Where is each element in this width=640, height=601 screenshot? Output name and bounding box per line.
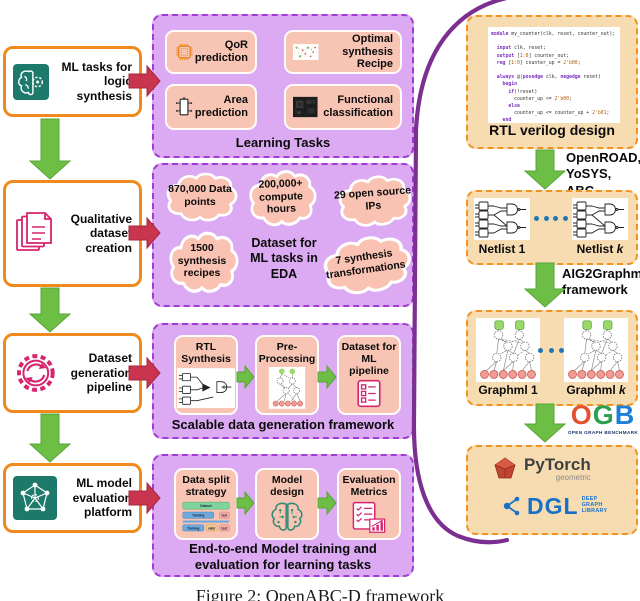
brain-circuit-icon xyxy=(266,500,308,534)
task-label: Area prediction xyxy=(194,94,248,119)
gear-sync-icon xyxy=(16,354,55,392)
task-label: Optimal synthesis Recipe xyxy=(342,33,393,71)
svg-text:Training: Training xyxy=(187,526,199,530)
graphml-1-label: Graphml 1 xyxy=(478,383,538,397)
step-model-design: Model design xyxy=(255,468,319,540)
ic-package-icon xyxy=(175,96,193,116)
netlist-1-label: Netlist 1 xyxy=(478,242,526,256)
step-rtl-synthesis: RTL Synthesis xyxy=(174,335,238,415)
panel-caption: End-to-end Model training and evaluation… xyxy=(189,541,377,572)
graphml-image xyxy=(564,318,628,382)
graphml-image xyxy=(476,318,540,382)
ellipsis-dots xyxy=(538,346,564,354)
metrics-icon xyxy=(350,501,388,534)
netlist-image xyxy=(572,198,628,240)
cloud-open-source-ips: 29 open source IPs xyxy=(332,169,414,230)
task-qor-prediction: QoR prediction xyxy=(165,30,257,74)
figure-caption: Figure 2: OpenABC-D framework xyxy=(195,586,445,601)
left-box-dataset-creation: Qualitative dataset creation xyxy=(3,180,142,287)
panel-learning-tasks: QoR prediction Optimal synthesis Recipe … xyxy=(152,14,414,158)
motherboard-image xyxy=(293,90,318,124)
verilog-code: module my_counter(clk, reset, counter_ou… xyxy=(488,27,620,123)
left-box-evaluation: ML model evaluation platform xyxy=(3,463,142,533)
rtl-box-label: RTL verilog design xyxy=(489,122,615,138)
flow-arrow-down xyxy=(28,287,72,333)
chip-icon xyxy=(176,43,193,61)
cloud-synthesis-recipes: 1500 synthesis recipes xyxy=(165,227,239,295)
left-box-label: Dataset generation pipeline xyxy=(70,351,132,395)
cloud-data-points: 870,000 Data points xyxy=(162,169,238,223)
svg-text:Dataset: Dataset xyxy=(200,504,212,508)
flow-arrow-down xyxy=(523,262,567,308)
svg-text:Training: Training xyxy=(192,514,204,518)
flow-arrow-down xyxy=(28,118,72,180)
data-split-image: Dataset Training test Training valid tes… xyxy=(176,500,236,534)
rtl-verilog-box: module my_counter(clk, reset, counter_ou… xyxy=(466,15,638,149)
ellipsis-dots xyxy=(534,214,568,222)
panel-dataset-stats: 870,000 Data points 200,000+ compute hou… xyxy=(152,163,414,307)
panel-caption: Scalable data generation framework xyxy=(171,417,395,432)
brain-gear-icon xyxy=(13,63,49,100)
panel-center-text: Dataset for ML tasks in EDA xyxy=(250,235,318,281)
graph-image xyxy=(268,367,306,409)
step-dataset-ml-pipeline: Dataset for ML pipeline xyxy=(337,335,401,415)
task-label: Functional classification xyxy=(323,94,393,119)
svg-text:valid: valid xyxy=(208,526,215,530)
graphml-k-label: Graphml k xyxy=(566,383,626,397)
netlist-k-label: Netlist k xyxy=(576,242,624,256)
ogb-logo: OGB OPEN GRAPH BENCHMARK xyxy=(567,400,639,436)
cloud-synthesis-transformations: 7 synthesis transformations xyxy=(314,227,416,301)
step-evaluation-metrics: Evaluation Metrics xyxy=(337,468,401,540)
task-optimal-recipe: Optimal synthesis Recipe xyxy=(284,30,402,74)
panel-training-evaluation: Data split strategy Dataset Training tes… xyxy=(152,454,414,577)
left-box-ml-tasks: ML tasks for logic synthesis xyxy=(3,46,142,117)
task-area-prediction: Area prediction xyxy=(165,84,257,130)
netlist-image xyxy=(474,198,530,240)
step-data-split: Data split strategy Dataset Training tes… xyxy=(174,468,238,540)
network-graph-icon xyxy=(13,476,57,520)
netlist-box: Netlist 1 Netlist k xyxy=(466,190,638,265)
pytorch-logo: PyTorch geometric xyxy=(492,456,591,482)
aig2graphml-label: AIG2Graphml framework xyxy=(562,266,640,298)
flow-arrow-down xyxy=(28,413,72,463)
flow-arrow-down xyxy=(523,403,567,443)
documents-icon xyxy=(16,211,52,251)
graphml-box: Graphml 1 Graphml k xyxy=(466,310,638,406)
pytorch-gem-icon xyxy=(494,457,516,479)
svg-text:test: test xyxy=(222,526,229,530)
checklist-icon xyxy=(355,379,383,409)
dgl-graph-icon xyxy=(503,496,520,516)
recipe-graph-image xyxy=(293,37,319,67)
left-box-label: ML tasks for logic synthesis xyxy=(61,59,132,103)
svg-text:test: test xyxy=(222,514,229,518)
circuit-image xyxy=(177,368,235,408)
task-label: QoR prediction xyxy=(194,39,248,64)
left-box-label: ML model evaluation platform xyxy=(72,476,132,520)
cloud-compute-hours: 200,000+ compute hours xyxy=(244,165,318,229)
panel-caption: Learning Tasks xyxy=(235,135,331,150)
left-box-pipeline: Dataset generation pipeline xyxy=(3,333,142,413)
step-pre-processing: Pre-Processing xyxy=(255,335,319,415)
left-box-label: Qualitative dataset creation xyxy=(70,211,132,255)
task-functional-classification: Functional classification xyxy=(284,84,402,130)
panel-data-generation: RTL Synthesis Pre-Processing Dataset for… xyxy=(152,323,414,439)
flow-arrow-down xyxy=(523,149,567,190)
